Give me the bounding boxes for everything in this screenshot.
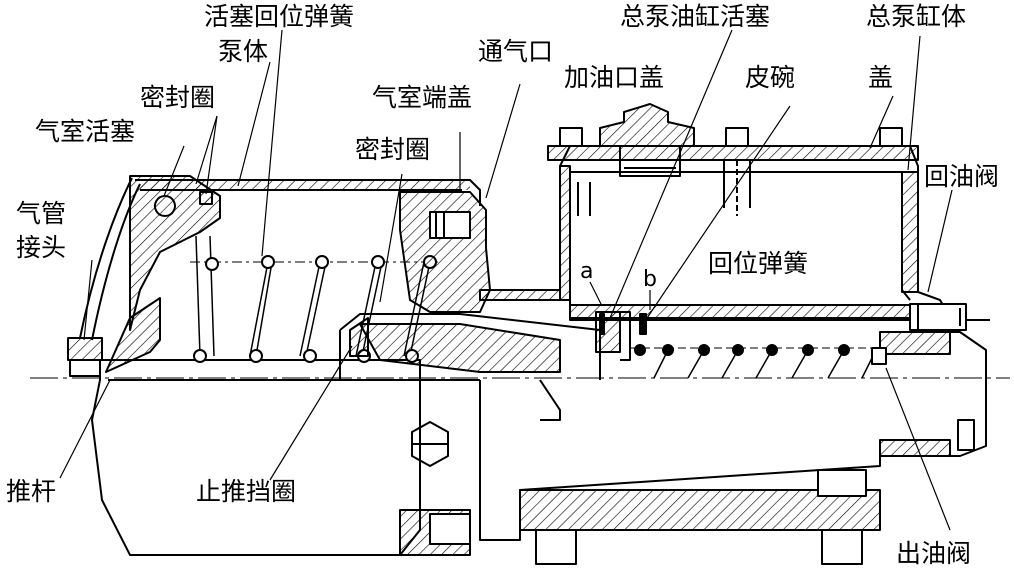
reservoir-cover xyxy=(547,127,919,216)
label-piston-return-spring: 活塞回位弹簧 xyxy=(204,2,355,31)
label-air-chamber-end-cap: 气室端盖 xyxy=(372,83,473,112)
lower-flange xyxy=(399,509,471,556)
air-pipe-joint xyxy=(67,177,141,377)
label-air-pipe-joint-1: 气管 xyxy=(16,199,67,228)
label-leather-cup: 皮碗 xyxy=(745,63,796,92)
label-push-rod: 推杆 xyxy=(6,477,57,506)
piston-return-spring-coils xyxy=(193,235,437,363)
outlet-valve-housing xyxy=(871,303,987,457)
oil-filler-cap xyxy=(599,103,695,177)
air-chamber-piston xyxy=(129,175,221,331)
label-seal-ring-left: 密封圈 xyxy=(140,83,216,112)
front-housing xyxy=(91,297,480,556)
label-air-chamber-piston: 气室活塞 xyxy=(35,117,136,146)
label-stop-thrust-ring: 止推挡圈 xyxy=(196,477,297,506)
label-port-a: a xyxy=(580,259,594,284)
label-master-pump-piston: 总泵油缸活塞 xyxy=(620,2,771,31)
label-port-b: b xyxy=(643,267,657,292)
return-spring-coils xyxy=(630,344,882,379)
label-oil-return-valve: 回油阀 xyxy=(924,162,1000,191)
push-rod xyxy=(339,313,601,380)
label-vent-port: 通气口 xyxy=(478,37,554,66)
label-pump-body: 泵体 xyxy=(218,37,269,66)
master-cylinder-body xyxy=(479,145,990,321)
label-cover: 盖 xyxy=(868,63,894,92)
air-chamber-end-cap xyxy=(399,191,491,313)
hex-nut xyxy=(411,421,449,467)
leader-lines xyxy=(59,29,953,531)
label-master-cylinder-body: 总泵缸体 xyxy=(866,2,967,31)
label-oil-filler-cap: 加油口盖 xyxy=(564,63,665,92)
label-seal-ring-right: 密封圈 xyxy=(355,135,431,164)
master-cylinder-piston xyxy=(595,311,647,361)
label-oil-outlet-valve: 出油阀 xyxy=(896,539,972,568)
label-return-spring: 回位弹簧 xyxy=(708,249,809,278)
label-air-pipe-joint-2: 接头 xyxy=(16,233,67,262)
lower-housing xyxy=(479,379,881,565)
